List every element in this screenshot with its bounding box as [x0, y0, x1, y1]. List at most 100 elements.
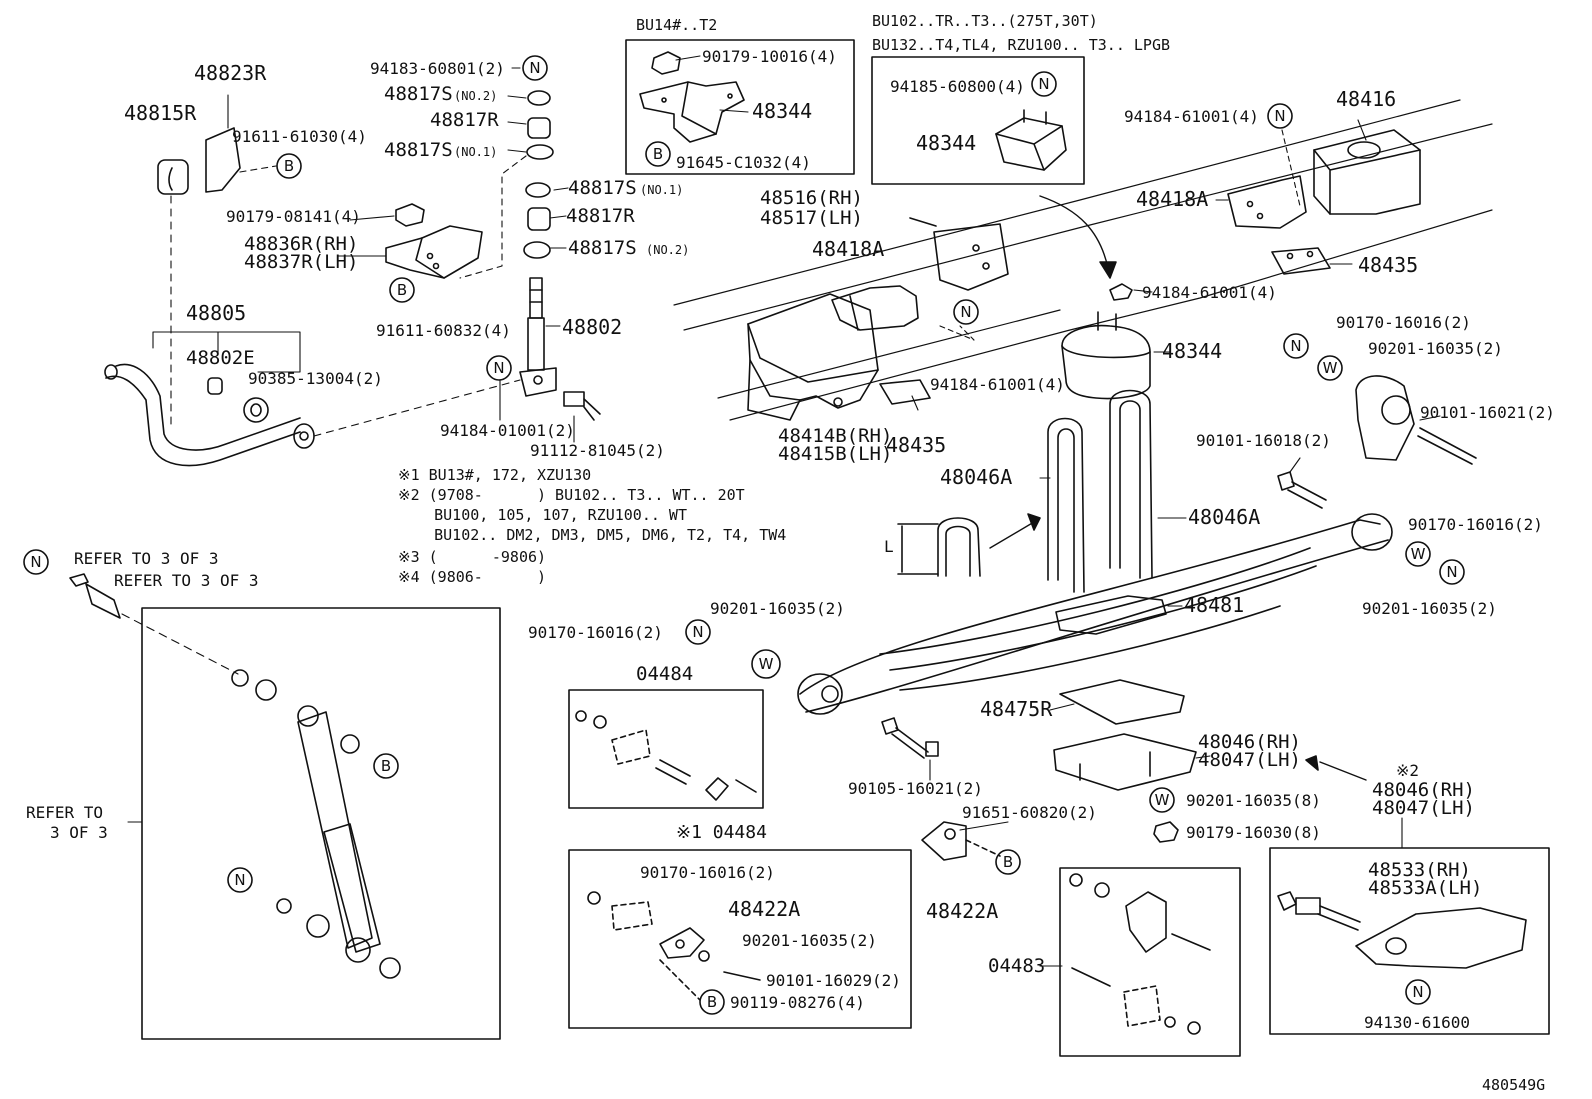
bolt-91112-81045-icon [563, 391, 601, 421]
part-48416: 48416 [1336, 87, 1396, 111]
part-48817S-no2-mid: 48817S [568, 237, 637, 259]
part-90179-10016: 90179-10016(4) [702, 47, 837, 66]
shackle-04484-b-icon [587, 891, 761, 1001]
part-04483: 04483 [988, 955, 1045, 977]
part-48475R: 48475R [980, 697, 1053, 721]
code-B-marker: B [276, 153, 302, 179]
part-48344-box2: 48344 [916, 131, 976, 155]
part-48418A-mid: 48418A [812, 237, 884, 261]
part-48817R-mid: 48817R [566, 205, 635, 227]
part-48837R: 48837R(LH) [244, 251, 358, 273]
diagram-id: 480549G [1482, 1076, 1545, 1094]
part-48802E: 48802E [186, 347, 255, 369]
leaders [127, 55, 1441, 967]
part-91651-60820: 91651-60820(2) [962, 803, 1097, 822]
note-line-6: ※4 (9806- ) [398, 568, 546, 586]
part-48047-lh-b: 48047(LH) [1372, 797, 1475, 819]
pad-48435-right-icon [1271, 247, 1331, 275]
part-90101-16018: 90101-16018(2) [1196, 431, 1331, 450]
bracket-48418A-right-icon [1227, 175, 1307, 229]
part-48516: 48516(RH) [760, 187, 863, 209]
svg-text:W: W [1411, 545, 1426, 563]
part-94184-61001-a: 94184-61001(4) [1124, 107, 1259, 126]
part-90170-16016-d: 90170-16016(2) [640, 863, 775, 882]
svg-text:N: N [529, 59, 540, 77]
svg-text:N: N [234, 871, 245, 889]
refer-label-1: REFER TO 3 OF 3 [74, 549, 219, 568]
part-91112-81045: 91112-81045(2) [530, 441, 665, 460]
svg-text:B: B [397, 281, 407, 299]
svg-text:N: N [960, 303, 971, 321]
part-48817S-no1-top: 48817S [384, 139, 453, 161]
code-B-marker: B [645, 141, 671, 167]
bu14-box-title: BU14#..T2 [636, 16, 717, 34]
part-90385-13004: 90385-13004(2) [248, 369, 383, 388]
bolt-90101-16018-icon [1277, 471, 1327, 509]
note-line-3: BU100, 105, 107, RZU100.. WT [398, 506, 687, 524]
part-48823R: 48823R [194, 61, 267, 85]
plate-48046-icon [1053, 733, 1197, 791]
arrow-head [1305, 755, 1319, 771]
svg-text:W: W [1323, 359, 1338, 377]
svg-text:N: N [1290, 337, 1301, 355]
part-94130-61600: 94130-61600 [1364, 1013, 1470, 1032]
nut-90385-13004-icon [243, 397, 269, 423]
part-91611-60832: 91611-60832(4) [376, 321, 511, 340]
code-N-marker: N [1439, 559, 1465, 585]
code-B-marker: B [995, 849, 1021, 875]
svg-text:W: W [1155, 791, 1170, 809]
leader [939, 325, 975, 341]
hanger-48414B-icon [747, 293, 879, 421]
svg-text:N: N [1446, 563, 1457, 581]
part-90119-08276: 90119-08276(4) [730, 993, 865, 1012]
part-48046A-left: 48046A [940, 465, 1012, 489]
nut-90179-08141-icon [395, 203, 425, 227]
shackle-04483-icon [1069, 873, 1211, 1035]
bolt-90105-16021-icon [881, 717, 939, 759]
bracket-48516-icon [909, 217, 1009, 291]
box-04483 [1059, 867, 1241, 1057]
part-90170-16016-a: 90170-16016(2) [1336, 313, 1471, 332]
part-48435-right: 48435 [1358, 253, 1418, 277]
bracket-48418A-mid-icon [831, 285, 919, 331]
box-48533 [1269, 847, 1550, 1035]
code-N-marker: N [522, 55, 548, 81]
stabilizer-link-48802-icon [519, 277, 557, 397]
part-91611-61030: 91611-61030(4) [232, 127, 367, 146]
part-48817S-no1-mid: 48817S [568, 177, 637, 199]
pad-48481-icon [1055, 595, 1167, 635]
code-W-marker: W [1317, 355, 1343, 381]
part-48046-rh-b: 48046(RH) [1372, 779, 1475, 801]
part-48046A-right: 48046A [1188, 505, 1260, 529]
code-N-marker: N [685, 619, 711, 645]
bracket-48416-icon [1313, 129, 1421, 215]
code-N-marker: N [486, 355, 512, 381]
code-N-marker: N [1283, 333, 1309, 359]
part-90201-16035-a: 90201-16035(2) [1368, 339, 1503, 358]
part-48836R: 48836R(RH) [244, 233, 358, 255]
part-90101-16021: 90101-16021(2) [1420, 403, 1555, 422]
svg-text:W: W [759, 655, 774, 673]
svg-text:B: B [707, 993, 717, 1011]
leader [313, 379, 521, 437]
svg-text:N: N [1038, 75, 1049, 93]
u-bolt-small-icon [897, 517, 981, 577]
note-line-1: ※1 BU13#, 172, XZU130 [398, 466, 591, 484]
code-N-marker: N [227, 867, 253, 893]
bracket-48422A-free-icon [921, 821, 1001, 861]
arrow-48046 [1319, 761, 1367, 781]
bracket-48836R-icon [385, 225, 483, 279]
part-48517: 48517(LH) [760, 207, 863, 229]
part-48805: 48805 [186, 301, 246, 325]
note-line-4: BU102.. DM2, DM3, DM5, DM6, T2, T4, TW4 [398, 526, 786, 544]
part-48817R-top: 48817R [430, 109, 499, 131]
part-94184-61001-c: 94184-61001(4) [930, 375, 1065, 394]
part-48533A: 48533A(LH) [1368, 877, 1482, 899]
leader [152, 331, 301, 373]
part-48817S-no2-top-q: (NO.2) [454, 89, 497, 103]
part-48817S-no2-top: 48817S [384, 83, 453, 105]
code-W-marker: W [1149, 787, 1175, 813]
part-94184-61001-b: 94184-61001(4) [1142, 283, 1277, 302]
bracket-48823R-icon [205, 94, 277, 193]
